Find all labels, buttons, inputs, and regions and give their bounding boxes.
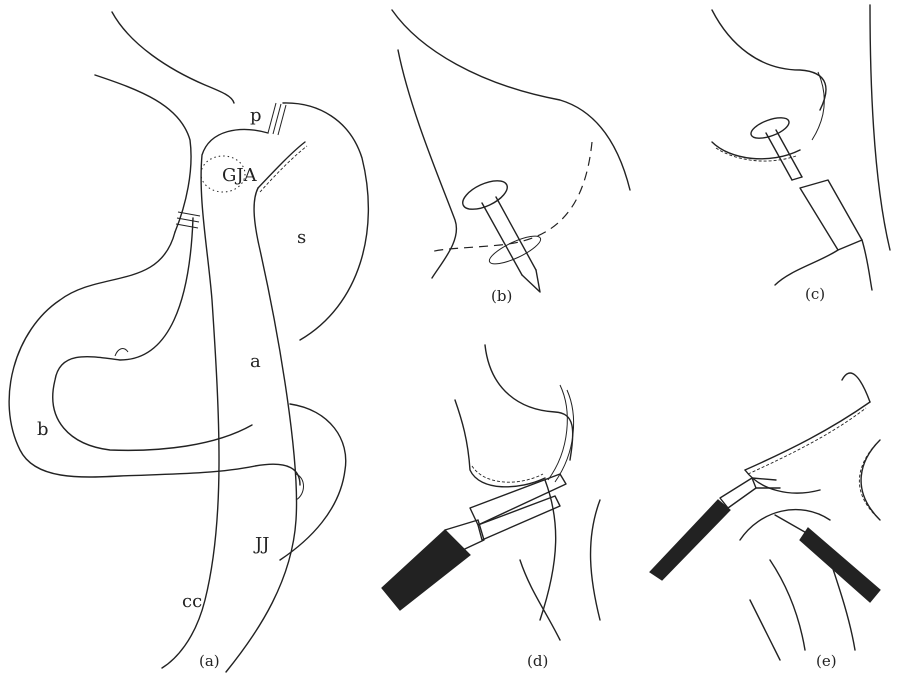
- label-p: p: [250, 105, 262, 126]
- panel-e: (e): [650, 373, 880, 670]
- stapler-icon: [775, 180, 872, 290]
- grasper-icon: [775, 515, 880, 602]
- label-cc: cc: [182, 591, 202, 612]
- label-s: s: [297, 227, 306, 248]
- caption-c: (c): [805, 285, 825, 303]
- anvil-icon: [459, 175, 544, 292]
- panel-b: (b): [392, 10, 630, 305]
- label-gja: GJA: [222, 165, 258, 186]
- caption-a: (a): [199, 652, 220, 670]
- panel-d: (d): [382, 345, 600, 670]
- stapler-icon: [382, 474, 566, 610]
- panel-a: p GJA s a b JJ cc (a): [9, 12, 368, 672]
- panel-c: (c): [712, 5, 890, 303]
- label-jj: JJ: [253, 534, 269, 555]
- caption-e: (e): [816, 652, 837, 670]
- caption-b: (b): [491, 287, 512, 305]
- caption-d: (d): [527, 652, 548, 670]
- pouch-staple-line: [268, 103, 286, 135]
- label-a: a: [250, 351, 261, 372]
- anvil-icon: [748, 114, 802, 180]
- label-b: b: [37, 419, 49, 440]
- stapler-icon: [650, 478, 780, 580]
